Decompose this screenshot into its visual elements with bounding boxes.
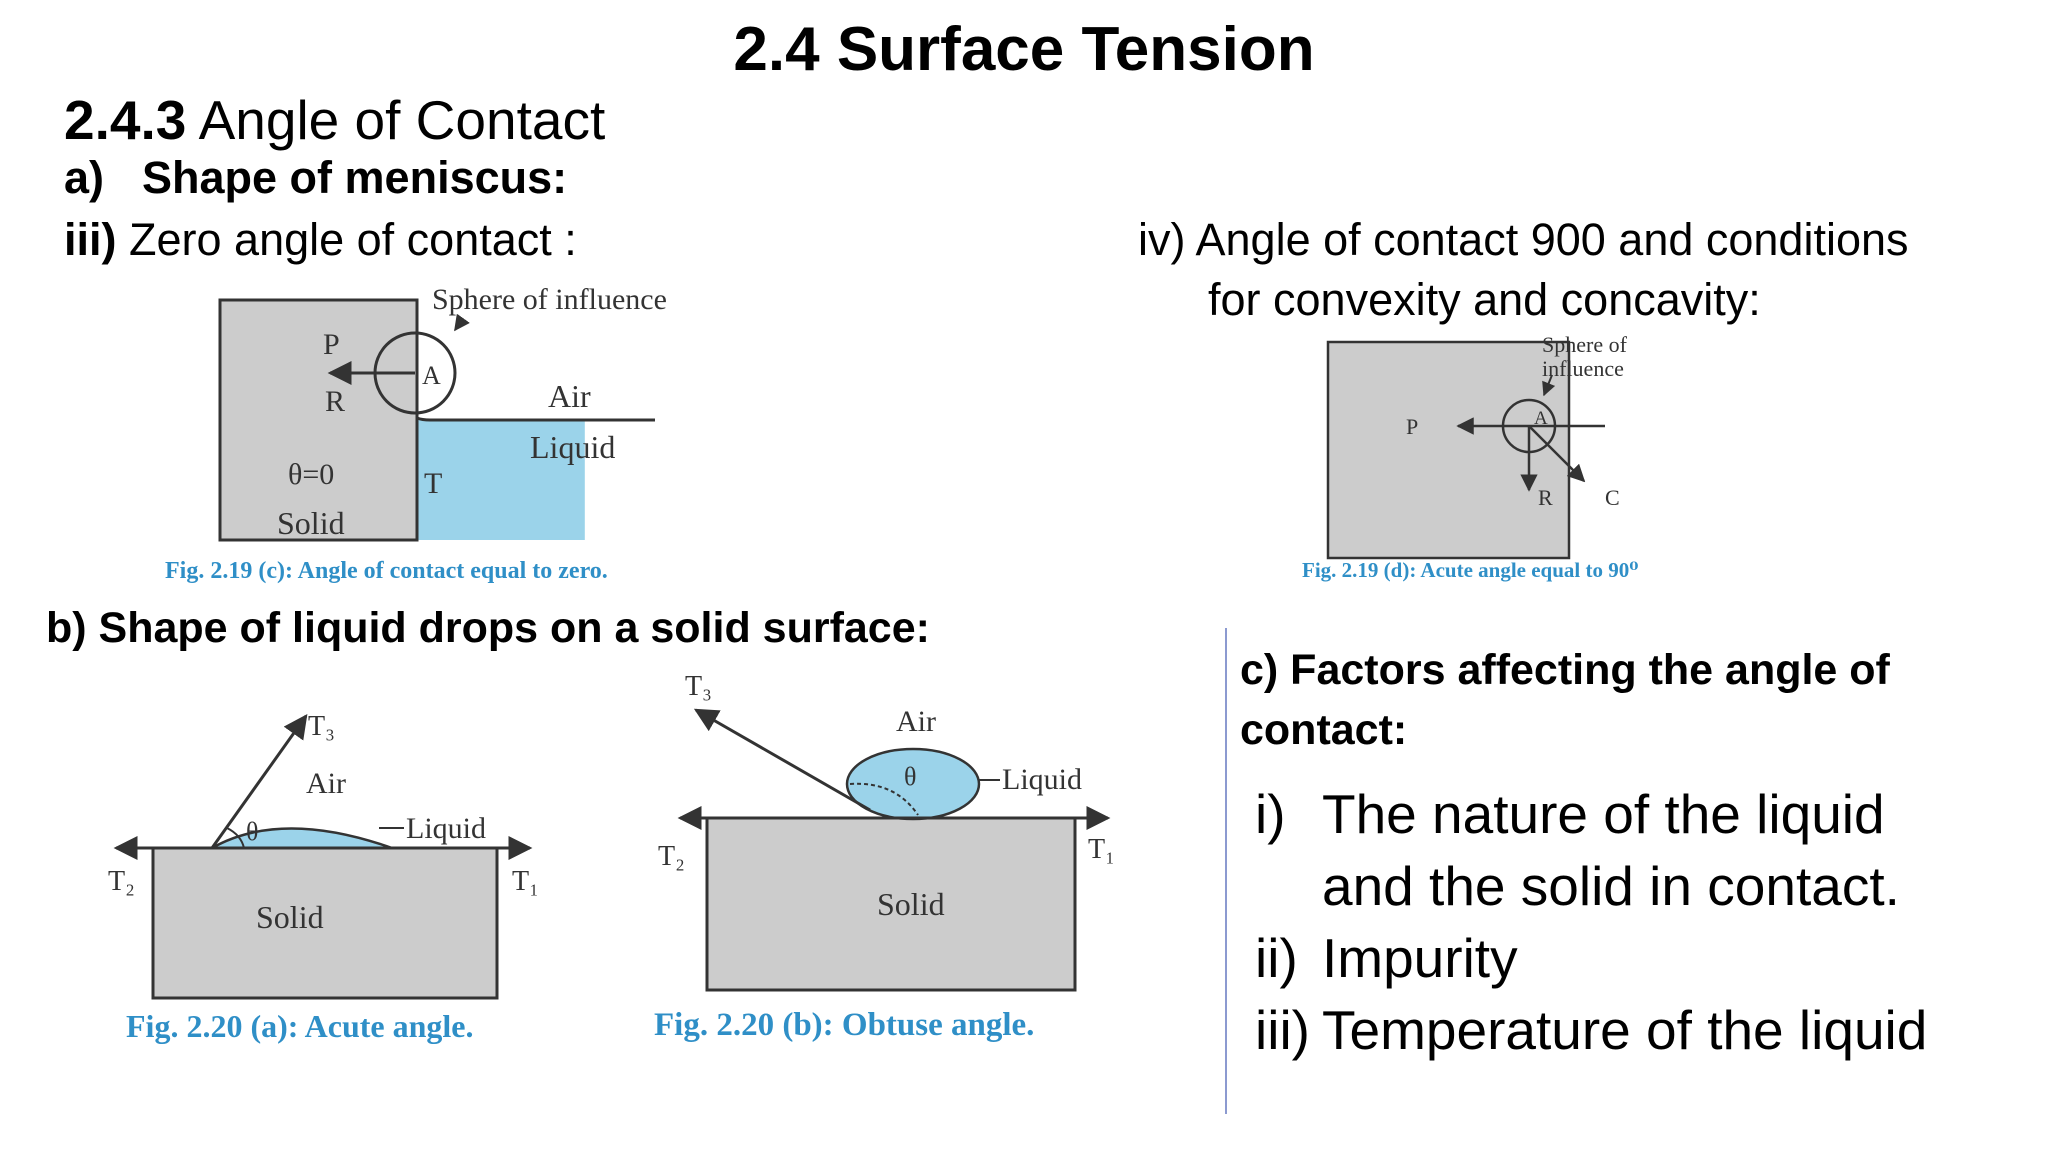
item-text: and the solid in contact. <box>1322 855 1900 917</box>
label-liquid: Liquid <box>530 429 615 465</box>
column-divider <box>1225 628 1227 1114</box>
theta-arc <box>226 827 245 849</box>
label-theta: θ <box>246 817 258 846</box>
item-number: iii) <box>1255 999 1310 1061</box>
figure-caption: Fig. 2.19 (c): Angle of contact equal to… <box>165 558 608 584</box>
label-solid: Solid <box>877 886 945 922</box>
label-t3: T₃ <box>685 671 712 702</box>
label-t1: T₁ <box>512 866 539 897</box>
label-air: Air <box>896 705 936 738</box>
figure-2-20b: T₃ Air θ Liquid T₂ T₁ Solid Fig. 2.20 (b… <box>654 671 1115 1043</box>
figure-caption: Fig. 2.20 (b): Obtuse angle. <box>654 1007 1034 1043</box>
label-r: R <box>1538 485 1553 510</box>
subsection-b-heading: b) Shape of liquid drops on a solid surf… <box>46 604 930 652</box>
item-iv-line1: iv) Angle of contact 900 and conditions <box>1138 214 1909 265</box>
figure-2-19d: Sphere of influence P A R C Fig. 2.19 (d… <box>1302 332 1638 582</box>
figure-caption: Fig. 2.19 (d): Acute angle equal to 90⁰ <box>1302 558 1638 582</box>
label-a: A <box>1534 408 1548 429</box>
solid-block <box>151 846 499 1000</box>
label-t3: T₃ <box>308 711 335 742</box>
sphere-pointer <box>454 313 470 332</box>
figure-2-20a: T₃ Air θ Liquid T₂ T₁ Solid Fig. 2.20 (a… <box>108 711 539 1044</box>
subsection-a-heading: a) Shape of meniscus: <box>64 152 567 204</box>
label-a: A <box>422 361 441 390</box>
solid-block <box>1326 340 1571 560</box>
item-text: Temperature of the liquid <box>1322 999 1928 1061</box>
item-iii-label: iii) <box>64 214 117 265</box>
label-sphere: Sphere of influence <box>432 283 667 316</box>
label-sphere-line1: Sphere of <box>1542 332 1628 357</box>
item-number: ii) <box>1255 927 1298 989</box>
item-iii-heading: iii) Zero angle of contact : <box>64 214 577 266</box>
item-text: The nature of the liquid <box>1322 783 1885 845</box>
list-item: ii) Impurity <box>1255 922 1927 994</box>
label-t1: T₁ <box>1088 834 1115 865</box>
list-item: and the solid in contact. <box>1255 850 1927 922</box>
theta-arc <box>849 782 919 816</box>
section-text: Angle of Contact <box>198 89 606 151</box>
label-solid: Solid <box>256 899 324 935</box>
label-air: Air <box>306 767 346 800</box>
item-number: i) <box>1255 783 1286 845</box>
arrow-t3 <box>210 714 308 849</box>
subsection-c-heading: c) Factors affecting the angle of contac… <box>1240 646 1890 754</box>
list-item: iii)Temperature of the liquid <box>1255 994 1927 1066</box>
label-c: C <box>1605 485 1620 510</box>
label-theta: θ=0 <box>288 458 334 491</box>
arrow-c <box>1528 425 1586 483</box>
label-liquid: Liquid <box>1002 763 1082 796</box>
section-heading: 2.4.3 Angle of Contact <box>64 88 605 152</box>
solid-block <box>218 298 419 542</box>
label-p: P <box>323 328 340 361</box>
label-r: R <box>325 385 345 418</box>
subsection-a-label: a) <box>64 152 105 203</box>
label-t: T <box>424 467 442 500</box>
label-t2: T₂ <box>658 841 685 872</box>
label-solid: Solid <box>277 505 345 541</box>
figure-caption: Fig. 2.20 (a): Acute angle. <box>126 1008 474 1044</box>
arrow-t3 <box>693 708 871 812</box>
slide-title: 2.4 Surface Tension <box>733 15 1315 84</box>
item-text: Impurity <box>1322 927 1518 989</box>
item-iii-text: Zero angle of contact : <box>129 214 577 265</box>
label-t2: T₂ <box>108 866 135 897</box>
sphere-pointer <box>1542 374 1556 397</box>
label-air: Air <box>548 378 591 414</box>
label-sphere-line2: influence <box>1542 356 1624 381</box>
subsection-a-text: Shape of meniscus: <box>142 152 568 203</box>
list-item: i) The nature of the liquid <box>1255 778 1927 850</box>
liquid-surface <box>416 416 655 422</box>
section-number: 2.4.3 <box>64 89 187 151</box>
item-iv-line2: for convexity and concavity: <box>1208 274 1761 325</box>
figure-2-19c: Sphere of influence P R A T Air Liquid θ… <box>165 283 667 584</box>
label-liquid: Liquid <box>406 812 486 845</box>
label-theta: θ <box>904 762 916 791</box>
factors-list: i) The nature of the liquid and the solid… <box>1255 778 1927 1066</box>
label-p: P <box>1406 414 1418 439</box>
item-number <box>1255 850 1322 922</box>
